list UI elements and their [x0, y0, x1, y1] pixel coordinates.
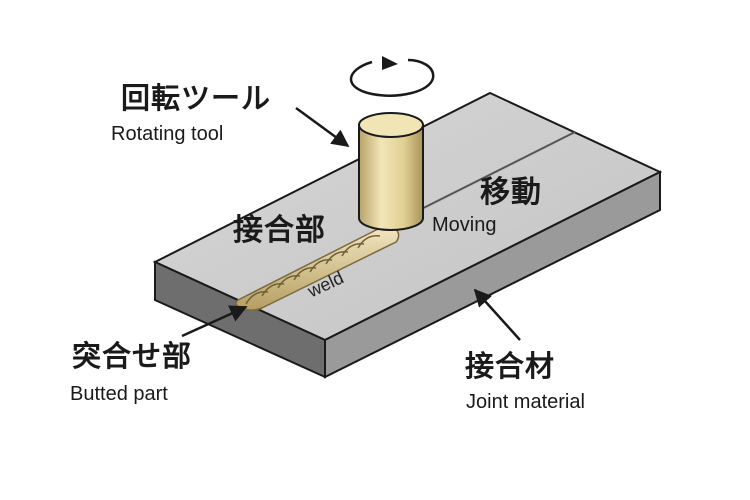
weld-bead: [235, 225, 400, 311]
moving-label-en: Moving: [432, 214, 497, 236]
joint-material-label-en: Joint material: [466, 391, 585, 413]
rotating-tool-pointer: [295, 106, 350, 148]
butted-part-label-en: Butted part: [70, 383, 168, 405]
rotating-tool: [358, 112, 424, 231]
weld-label-jp: 接合部: [233, 213, 326, 248]
plate-side-face: [324, 170, 661, 379]
rotating-tool-label-jp: 回転ツール: [121, 81, 272, 115]
moving-label-jp: 移動: [480, 175, 542, 210]
joint-material-label-jp: 接合材: [465, 349, 556, 383]
rotating-tool-label-en: Rotating tool: [111, 123, 224, 145]
butted-part-label-jp: 突合せ部: [72, 339, 193, 373]
circular-arrow-icon: [349, 56, 435, 97]
butted-part-pointer: [181, 305, 248, 338]
joint-material-pointer: [473, 288, 521, 341]
